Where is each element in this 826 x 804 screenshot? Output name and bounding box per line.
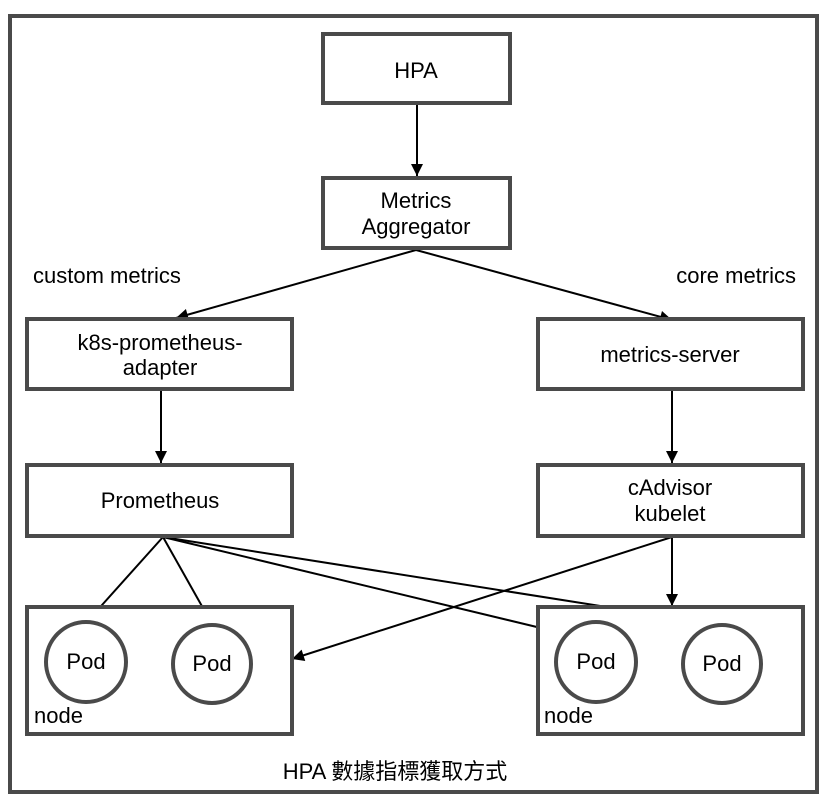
hpa-box: HPA	[321, 32, 512, 105]
edge-aggregator-adapter	[175, 249, 417, 321]
edge-cadvisor-node1	[291, 536, 673, 662]
edge-prometheus-pod3	[162, 536, 571, 639]
pod-circle-n1p2	[171, 623, 253, 705]
cadvisor-kubelet-box: cAdvisor kubelet	[536, 463, 805, 538]
pod-label: Pod	[66, 649, 105, 674]
metrics-aggregator-box: Metrics Aggregator	[321, 176, 512, 250]
pod-label: Pod	[576, 649, 615, 674]
adapter-label-line1: k8s-prometheus-	[77, 330, 242, 355]
aggregator-label-line1: Metrics	[381, 188, 452, 213]
edge-aggregator-metrics-server	[415, 249, 673, 323]
node-group-1: Pod Pod node	[25, 605, 294, 736]
pod-circle-n2p2	[681, 623, 763, 705]
custom-metrics-label: custom metrics	[33, 263, 181, 288]
prometheus-adapter-box: k8s-prometheus- adapter	[25, 317, 294, 391]
aggregator-label-line2: Aggregator	[362, 214, 471, 239]
cadvisor-label-line2: kubelet	[635, 501, 706, 526]
diagram-caption: HPA 數據指標獲取方式	[283, 759, 508, 784]
node-label: node	[34, 703, 83, 728]
prometheus-label: Prometheus	[101, 488, 220, 513]
metrics-server-box: metrics-server	[536, 317, 805, 391]
metrics-server-label: metrics-server	[600, 342, 739, 367]
cadvisor-label-line1: cAdvisor	[628, 475, 712, 500]
adapter-label-line2: adapter	[123, 355, 198, 380]
pod-circle-n2p1	[554, 620, 638, 704]
core-metrics-label: core metrics	[676, 263, 796, 288]
prometheus-box: Prometheus	[25, 463, 294, 538]
pod-label: Pod	[192, 651, 231, 676]
pod-label: Pod	[702, 651, 741, 676]
node-label: node	[544, 703, 593, 728]
hpa-label: HPA	[394, 58, 438, 83]
pod-circle-n1p1	[44, 620, 128, 704]
node-group-2: Pod Pod node	[536, 605, 805, 736]
